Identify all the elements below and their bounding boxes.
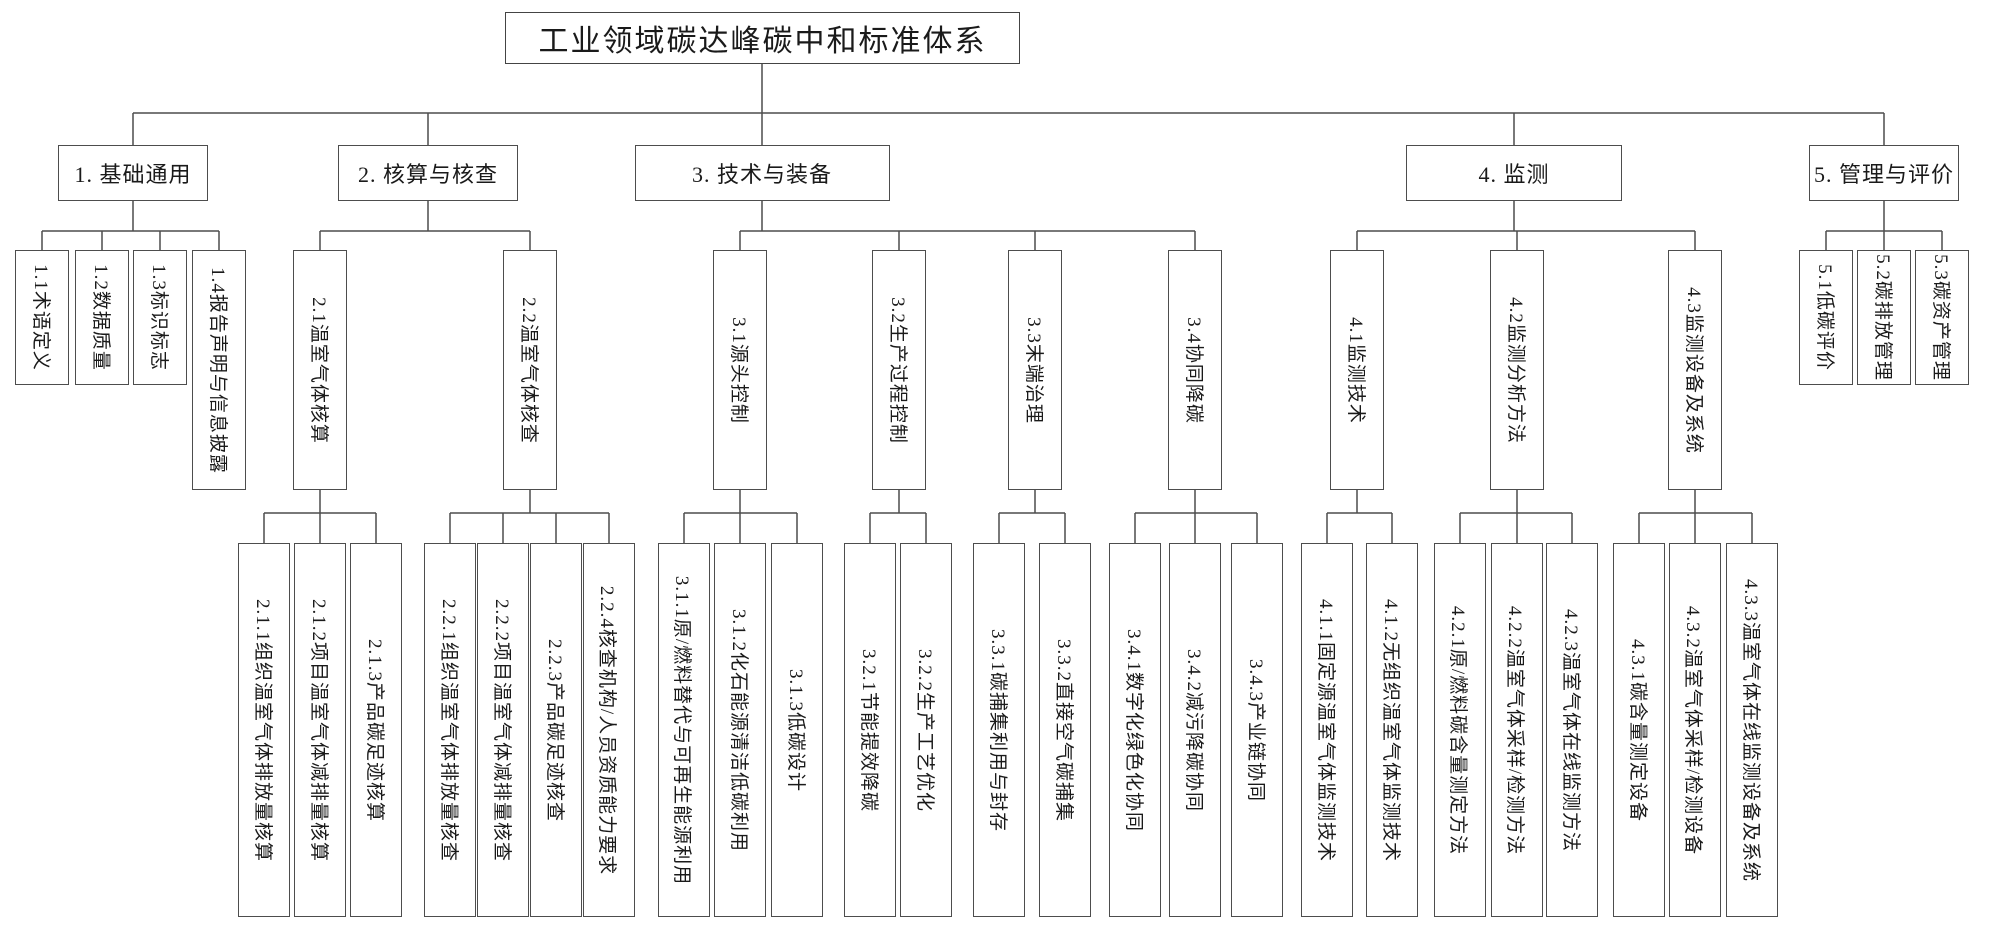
node-2-label: 2. 核算与核查	[357, 162, 498, 187]
node-4-2-1-label: 4.2.1原/燃料碳含量测定方法	[1447, 605, 1469, 855]
node-3-1-3: 3.1.3低碳设计	[771, 543, 823, 917]
node-5-3-label: 5.3碳资产管理	[1929, 254, 1951, 381]
node-2-1-1: 2.1.1组织温室气体排放量核算	[238, 543, 290, 917]
node-3-3-1: 3.3.1碳捕集利用与封存	[973, 543, 1025, 917]
node-4-1: 4.1监测技术	[1330, 250, 1384, 490]
node-5: 5. 管理与评价	[1809, 145, 1959, 201]
node-3-1-label: 3.1源头控制	[727, 316, 749, 424]
node-4-3-1: 4.3.1碳含量测定设备	[1613, 543, 1665, 917]
node-4-1-label: 4.1监测技术	[1344, 316, 1366, 424]
node-5-2-label: 5.2碳排放管理	[1871, 254, 1893, 381]
node-1-3: 1.3标识标志	[133, 250, 187, 385]
node-4-1-1-label: 4.1.1固定源温室气体监测技术	[1314, 598, 1336, 862]
node-3-1-2: 3.1.2化石能源清洁低碳利用	[714, 543, 766, 917]
node-1-4: 1.4报告声明与信息披露	[192, 250, 246, 490]
node-3-4: 3.4协同降碳	[1168, 250, 1222, 490]
node-1-2-label: 1.2数据质量	[89, 264, 111, 371]
node-2-1-3-label: 2.1.3产品碳足迹核算	[363, 638, 385, 822]
node-2-2-3-label: 2.2.3产品碳足迹核查	[543, 638, 565, 822]
node-2-1-2: 2.1.2项目温室气体减排量核算	[294, 543, 346, 917]
node-4-2: 4.2监测分析方法	[1490, 250, 1544, 490]
node-4-1-1: 4.1.1固定源温室气体监测技术	[1301, 543, 1353, 917]
node-2-1: 2.1温室气体核算	[293, 250, 347, 490]
node-3-4-2-label: 3.4.2减污降碳协同	[1182, 648, 1204, 812]
node-4-3-3-label: 4.3.3温室气体在线监测设备及系统	[1739, 578, 1761, 882]
node-3-1-1: 3.1.1原/燃料替代与可再生能源利用	[658, 543, 710, 917]
node-4-2-3: 4.2.3温室气体在线监测方法	[1546, 543, 1598, 917]
node-4-2-1: 4.2.1原/燃料碳含量测定方法	[1434, 543, 1486, 917]
node-3-2: 3.2生产过程控制	[872, 250, 926, 490]
node-3-1-3-label: 3.1.3低碳设计	[784, 668, 806, 792]
node-3-2-2-label: 3.2.2生产工艺优化	[913, 648, 935, 812]
node-3-4-3: 3.4.3产业链协同	[1231, 543, 1283, 917]
node-2-2-4: 2.2.4核查机构/人员资质能力要求	[583, 543, 635, 917]
node-1-3-label: 1.3标识标志	[147, 264, 169, 371]
node-2-1-2-label: 2.1.2项目温室气体减排量核算	[307, 598, 329, 862]
node-3-4-1: 3.4.1数字化绿色化协同	[1109, 543, 1161, 917]
node-3-label: 3. 技术与装备	[691, 162, 832, 187]
node-2-1-1-label: 2.1.1组织温室气体排放量核算	[251, 598, 273, 862]
node-3-2-2: 3.2.2生产工艺优化	[900, 543, 952, 917]
node-3-3: 3.3末端治理	[1008, 250, 1062, 490]
node-3-3-label: 3.3末端治理	[1022, 316, 1044, 424]
node-2-2-3: 2.2.3产品碳足迹核查	[530, 543, 582, 917]
node-3-3-1-label: 3.3.1碳捕集利用与封存	[986, 628, 1008, 832]
node-2-2-2: 2.2.2项目温室气体减排量核查	[477, 543, 529, 917]
node-5-1-label: 5.1低碳评价	[1813, 264, 1835, 371]
node-4-label: 4. 监测	[1478, 162, 1550, 187]
node-5-label: 5. 管理与评价	[1813, 162, 1954, 187]
node-1-1-label: 1.1术语定义	[29, 264, 51, 371]
node-4-3-2: 4.3.2温室气体采样/检测设备	[1669, 543, 1721, 917]
node-4-2-2-label: 4.2.2温室气体采样/检测方法	[1504, 605, 1526, 855]
node-3-4-label: 3.4协同降碳	[1182, 316, 1204, 424]
node-1-2: 1.2数据质量	[75, 250, 129, 385]
node-3-1: 3.1源头控制	[713, 250, 767, 490]
node-4-1-2: 4.1.2无组织温室气体监测技术	[1366, 543, 1418, 917]
node-2-1-label: 2.1温室气体核算	[307, 296, 329, 444]
node-3-2-1: 3.2.1节能提效降碳	[844, 543, 896, 917]
node-3-3-2: 3.3.2直接空气碳捕集	[1039, 543, 1091, 917]
node-2-2-2-label: 2.2.2项目温室气体减排量核查	[490, 598, 512, 862]
node-3-1-2-label: 3.1.2化石能源清洁低碳利用	[727, 608, 749, 852]
node-2-2-1-label: 2.2.1组织温室气体排放量核查	[437, 598, 459, 862]
chart-title-box: 工业领域碳达峰碳中和标准体系	[505, 12, 1020, 64]
node-1-1: 1.1术语定义	[15, 250, 69, 385]
node-4-2-label: 4.2监测分析方法	[1504, 296, 1526, 444]
node-1-4-label: 1.4报告声明与信息披露	[206, 266, 228, 474]
node-5-2: 5.2碳排放管理	[1857, 250, 1911, 385]
connector-path	[41, 64, 1943, 543]
node-4-3: 4.3监测设备及系统	[1668, 250, 1722, 490]
node-3-2-1-label: 3.2.1节能提效降碳	[857, 648, 879, 812]
node-5-3: 5.3碳资产管理	[1915, 250, 1969, 385]
node-5-1: 5.1低碳评价	[1799, 250, 1853, 385]
node-3-4-3-label: 3.4.3产业链协同	[1244, 658, 1266, 802]
node-2-2-1: 2.2.1组织温室气体排放量核查	[424, 543, 476, 917]
node-4-3-2-label: 4.3.2温室气体采样/检测设备	[1682, 605, 1704, 855]
node-3-2-label: 3.2生产过程控制	[886, 296, 908, 444]
node-3: 3. 技术与装备	[634, 145, 890, 201]
node-4-3-1-label: 4.3.1碳含量测定设备	[1626, 638, 1648, 822]
node-3-4-2: 3.4.2减污降碳协同	[1169, 543, 1221, 917]
chart-title: 工业领域碳达峰碳中和标准体系	[538, 25, 987, 58]
node-2: 2. 核算与核查	[338, 145, 518, 201]
node-4-2-3-label: 4.2.3温室气体在线监测方法	[1559, 608, 1581, 852]
node-2-2-label: 2.2温室气体核查	[517, 296, 539, 444]
node-4-1-2-label: 4.1.2无组织温室气体监测技术	[1379, 598, 1401, 862]
node-1: 1. 基础通用	[58, 145, 208, 201]
node-4-3-3: 4.3.3温室气体在线监测设备及系统	[1726, 543, 1778, 917]
node-4: 4. 监测	[1406, 145, 1622, 201]
node-3-1-1-label: 3.1.1原/燃料替代与可再生能源利用	[671, 575, 693, 885]
node-1-label: 1. 基础通用	[74, 162, 192, 187]
node-3-3-2-label: 3.3.2直接空气碳捕集	[1052, 638, 1074, 822]
node-4-3-label: 4.3监测设备及系统	[1682, 286, 1704, 454]
node-2-2: 2.2温室气体核查	[503, 250, 557, 490]
node-4-2-2: 4.2.2温室气体采样/检测方法	[1491, 543, 1543, 917]
node-2-2-4-label: 2.2.4核查机构/人员资质能力要求	[596, 585, 618, 875]
node-3-4-1-label: 3.4.1数字化绿色化协同	[1122, 628, 1144, 832]
node-2-1-3: 2.1.3产品碳足迹核算	[350, 543, 402, 917]
